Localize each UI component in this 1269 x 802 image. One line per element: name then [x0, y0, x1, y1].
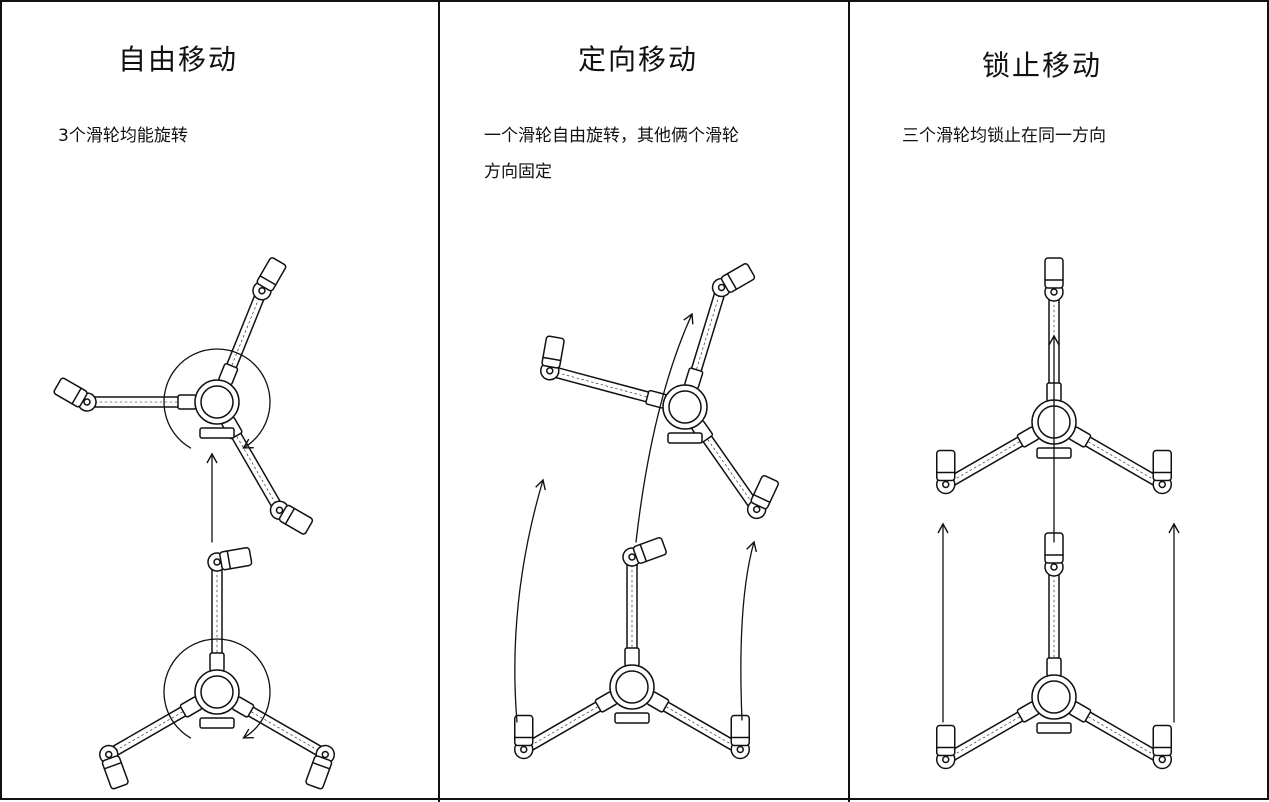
- description-line: 方向固定: [484, 162, 552, 182]
- caster-wheel-icon: [252, 257, 287, 301]
- panel-locked-move: 锁止移动 三个滑轮均锁止在同一方向: [850, 2, 1269, 802]
- tripod-leg: [1076, 706, 1166, 765]
- tripod-leg: [520, 696, 610, 755]
- caster-wheel-icon: [622, 537, 667, 567]
- caster-wheel-icon: [1152, 724, 1173, 770]
- hub-center: [615, 670, 649, 704]
- hub-center: [200, 385, 234, 419]
- leg-clamp: [624, 647, 640, 667]
- caster-wheel-icon: [935, 449, 956, 495]
- tripod-leg: [942, 431, 1032, 490]
- move-arrow-center: [635, 312, 694, 543]
- rotation-arrow-bottom: [163, 638, 271, 739]
- caster-wheel-icon: [207, 546, 253, 572]
- panel-description: 一个滑轮自由旋转，其他俩个滑轮 方向固定: [484, 118, 739, 190]
- caster-wheel-icon: [305, 744, 336, 790]
- leg-clamp: [1046, 657, 1062, 677]
- caster-wheel-icon: [1044, 257, 1064, 302]
- tripod-leg: [942, 706, 1032, 765]
- tripod-directional-top: [540, 263, 779, 520]
- rotation-arrow-top: [163, 348, 271, 449]
- hub-center: [1037, 680, 1071, 714]
- tripod-free-bottom: [98, 546, 336, 790]
- panel-divider-2: [848, 2, 850, 802]
- tripod-leg: [1076, 431, 1166, 490]
- caster-wheel-icon: [1044, 532, 1064, 577]
- caster-wheel-icon: [513, 714, 534, 760]
- caster-wheel-icon: [269, 500, 314, 535]
- hub-center: [668, 390, 702, 424]
- tripod-locked-bottom: [935, 532, 1173, 770]
- caster-wheel-icon: [540, 335, 565, 381]
- tripod-leg: [654, 696, 744, 755]
- caster-wheel-icon: [746, 475, 779, 520]
- tripod-free-top: [53, 257, 314, 535]
- caster-wheel-icon: [53, 377, 97, 412]
- tripod-directional-bottom: [513, 537, 751, 760]
- panel-description: 三个滑轮均锁止在同一方向: [902, 118, 1106, 154]
- description-line: 一个滑轮自由旋转，其他俩个滑轮: [484, 126, 739, 146]
- move-arrow-right: [740, 540, 758, 721]
- tripod-leg: [688, 285, 728, 381]
- brake-pedal: [614, 712, 650, 724]
- panel-description: 3个滑轮均能旋转: [58, 118, 188, 154]
- caster-wheel-icon: [711, 263, 756, 298]
- description-line: 3个滑轮均能旋转: [58, 126, 188, 146]
- move-arrow-left: [514, 478, 546, 723]
- hub-center: [200, 675, 234, 709]
- panel-title: 定向移动: [578, 43, 699, 76]
- panel-directional-move: 定向移动 一个滑轮自由旋转，其他俩个滑轮 方向固定: [440, 2, 848, 802]
- leg-clamp: [209, 652, 225, 672]
- brake-pedal: [1036, 722, 1072, 734]
- panel-title: 锁止移动: [982, 49, 1103, 82]
- caster-wheel-icon: [98, 744, 129, 790]
- brake-pedal: [667, 432, 703, 444]
- panel-title: 自由移动: [118, 43, 239, 76]
- brake-pedal: [199, 717, 235, 729]
- brake-pedal: [199, 427, 235, 439]
- caster-wheel-icon: [935, 724, 956, 770]
- caster-wheel-icon: [1152, 449, 1173, 495]
- caster-wheel-icon: [730, 714, 751, 760]
- panel-free-move: 自由移动 3个滑轮均能旋转: [2, 2, 438, 802]
- description-line: 三个滑轮均锁止在同一方向: [902, 126, 1106, 146]
- leg-clamp: [177, 394, 197, 410]
- panel-divider-1: [438, 2, 440, 802]
